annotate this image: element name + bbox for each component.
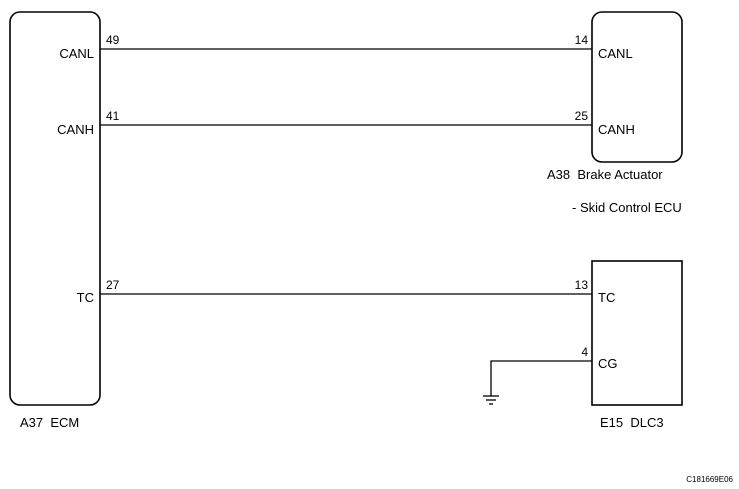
ecm-box — [9, 11, 101, 406]
dlc3-box — [591, 260, 683, 406]
wire-tc-to-pin: 13 — [575, 278, 589, 292]
dlc3-pin-cg-label: CG — [598, 356, 618, 371]
figure-id: C181669E06 — [686, 475, 733, 484]
wire-cg — [490, 360, 592, 396]
ecm-label: A37 ECM — [20, 415, 79, 430]
wire-tc-from-pin: 27 — [106, 278, 120, 292]
ground-icon — [483, 395, 499, 405]
wire-cg-to-pin: 4 — [581, 345, 588, 359]
ecm-pin-canh-label: CANH — [57, 122, 94, 137]
brake-actuator-sublabel: - Skid Control ECU — [572, 200, 682, 215]
dlc3-label: E15 DLC3 — [600, 415, 664, 430]
wire-canh-to-pin: 25 — [575, 109, 589, 123]
brake-actuator-pin-canl-label: CANL — [598, 46, 633, 61]
ecm-pin-tc-label: TC — [77, 290, 94, 305]
dlc3-pin-tc-label: TC — [598, 290, 615, 305]
ecm-pin-canl-label: CANL — [59, 46, 94, 61]
brake-actuator-pin-canh-label: CANH — [598, 122, 635, 137]
wire-canl-from-pin: 49 — [106, 33, 120, 47]
wire-canh-from-pin: 41 — [106, 109, 120, 123]
wire-canl-to-pin: 14 — [575, 33, 589, 47]
brake-actuator-label: A38 Brake Actuator — [547, 167, 663, 182]
brake-actuator-box — [591, 11, 683, 163]
